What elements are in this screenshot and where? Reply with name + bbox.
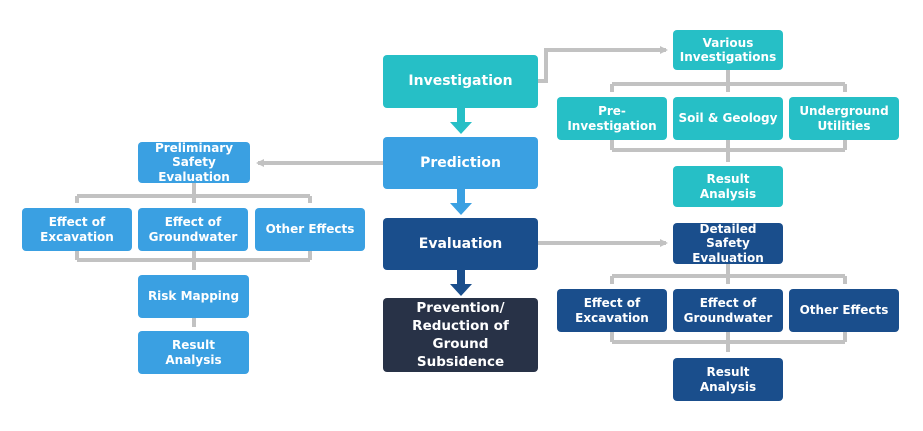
pre-investigation-box: Pre- Investigation	[557, 97, 667, 140]
main-flow-arrows	[450, 108, 472, 296]
risk-mapping-box: Risk Mapping	[138, 275, 249, 318]
prediction-result-analysis-box: Result Analysis	[138, 331, 249, 374]
detailed-safety-evaluation-box: Detailed Safety Evaluation	[673, 222, 783, 265]
right-other-effects-box: Other Effects	[789, 289, 899, 332]
connector-left-items-risk	[75, 251, 312, 270]
arrow-prediction-evaluation	[450, 189, 472, 215]
various-investigations-box: Various Investigations	[673, 30, 783, 70]
arrow-investigation-prediction	[450, 108, 472, 134]
right-effect-of-groundwater-box: Effect of Groundwater	[673, 289, 783, 332]
evaluation-result-analysis-box: Result Analysis	[673, 358, 783, 401]
connector-detailed-items	[610, 264, 847, 284]
connector-various-items	[610, 70, 847, 92]
right-effect-of-excavation-box: Effect of Excavation	[557, 289, 667, 332]
preliminary-safety-evaluation-box: Preliminary Safety Evaluation	[138, 141, 250, 184]
prediction-box: Prediction	[383, 137, 538, 189]
connector-investigation-various	[538, 46, 668, 83]
left-effect-of-groundwater-box: Effect of Groundwater	[138, 208, 248, 251]
connector-items-result	[610, 140, 847, 162]
left-other-effects-box: Other Effects	[255, 208, 365, 251]
left-effect-of-excavation-box: Effect of Excavation	[22, 208, 132, 251]
connector-right-items-result	[610, 332, 847, 352]
connector-preliminary-items	[75, 183, 312, 203]
investigation-box: Investigation	[383, 55, 538, 108]
evaluation-box: Evaluation	[383, 218, 538, 270]
prevention-box: Prevention/ Reduction of Ground Subsiden…	[383, 298, 538, 372]
underground-utilities-box: Underground Utilities	[789, 97, 899, 140]
arrow-evaluation-prevention	[450, 270, 472, 296]
soil-geology-box: Soil & Geology	[673, 97, 783, 140]
investigation-result-analysis-box: Result Analysis	[673, 166, 783, 207]
